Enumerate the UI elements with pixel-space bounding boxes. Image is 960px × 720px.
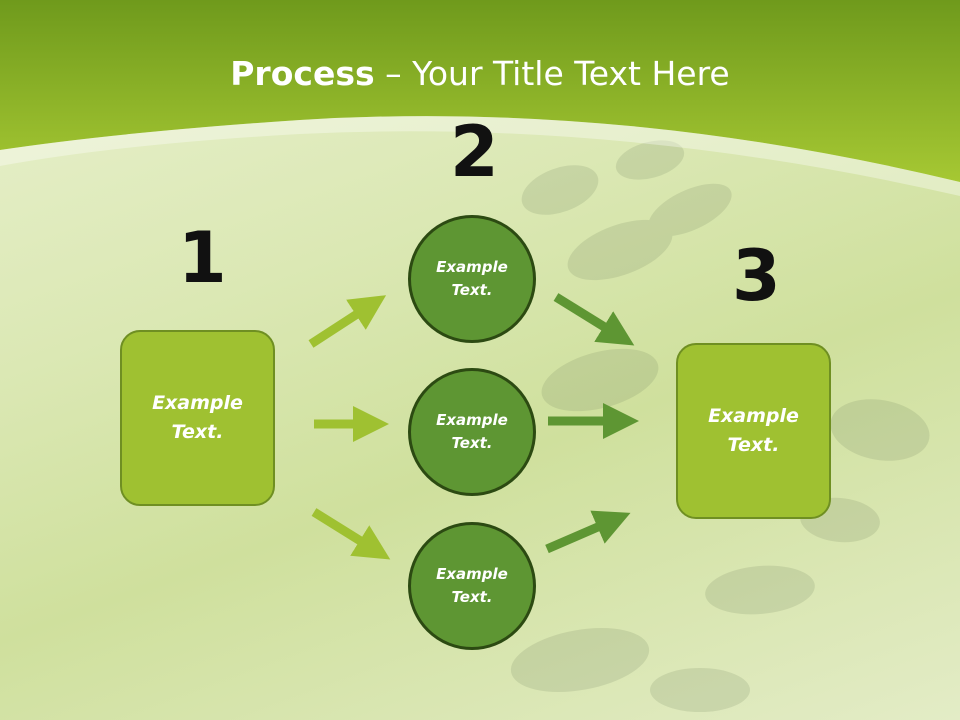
step-1-text: Example Text. [152, 392, 243, 443]
title-rest: – Your Title Text Here [374, 54, 730, 93]
step-3-box: Example Text. [676, 343, 831, 519]
title-bold: Process [230, 54, 375, 93]
step-2-circle-top: Example Text. [408, 215, 536, 343]
seed-pattern [510, 140, 930, 712]
arrow-top-to-3 [553, 293, 635, 346]
arrow-bottom-to-3 [545, 510, 631, 554]
circle-middle-text: Example Text. [436, 411, 508, 452]
step-1-box: Example Text. [120, 330, 275, 506]
arrow-1-to-top [308, 295, 387, 348]
circle-top-text: Example Text. [436, 258, 508, 299]
step-number-1: 1 [178, 217, 227, 299]
step-2-circle-middle: Example Text. [408, 368, 536, 496]
step-number-2: 2 [450, 111, 499, 193]
circle-bottom-text: Example Text. [436, 565, 508, 606]
step-number-3: 3 [732, 235, 781, 317]
arrow-1-to-bottom [311, 508, 391, 560]
step-2-circle-bottom: Example Text. [408, 522, 536, 650]
slide-title: Process – Your Title Text Here [0, 52, 960, 96]
step-3-text: Example Text. [708, 405, 799, 456]
